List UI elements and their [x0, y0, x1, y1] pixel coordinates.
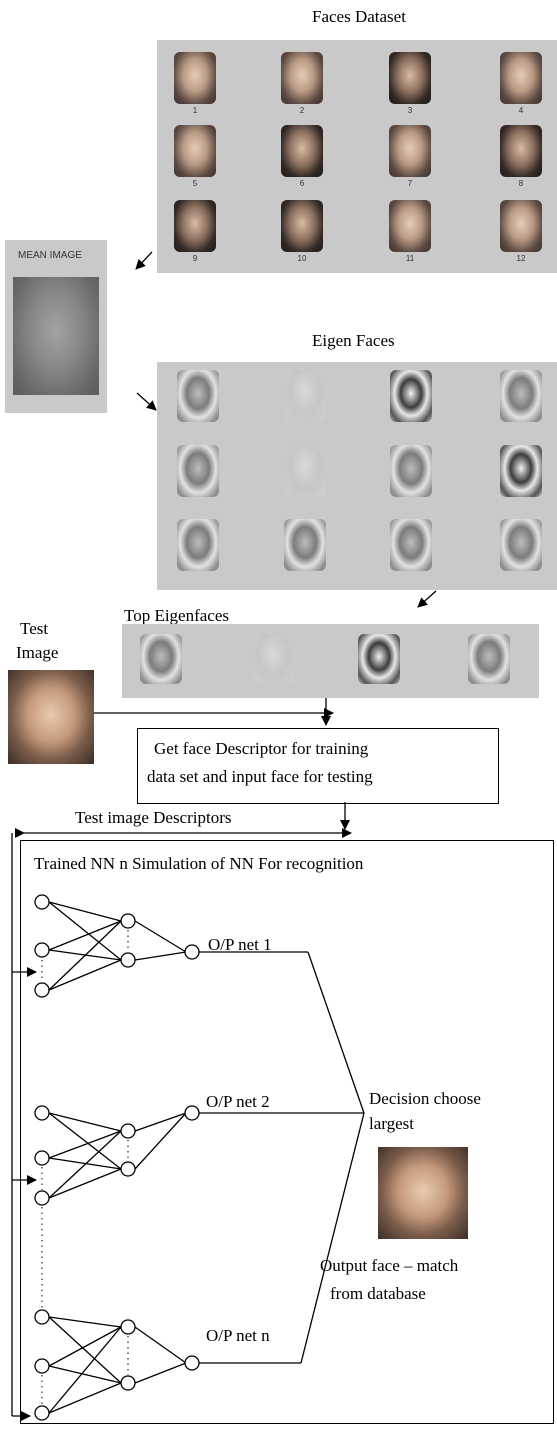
- face-thumbnail: [500, 200, 542, 252]
- top-eigenface: [252, 634, 294, 684]
- face-thumbnail: [389, 52, 431, 104]
- top-eigenfaces-title: Top Eigenfaces: [124, 606, 230, 625]
- descriptor-line2: data set and input face for testing: [147, 767, 373, 786]
- face-number: 11: [405, 254, 415, 263]
- decision-line1: Decision choose: [369, 1089, 481, 1108]
- face-thumbnail: [500, 52, 542, 104]
- eigenface-thumbnail: [177, 445, 219, 497]
- face-thumbnail: [281, 125, 323, 177]
- face-number: 8: [518, 179, 524, 188]
- face-thumbnail: [389, 125, 431, 177]
- face-thumbnail: [174, 200, 216, 252]
- neural-net-1: [34, 894, 308, 998]
- top-eigenfaces-panel: [122, 624, 539, 698]
- eigen-faces-panel: [157, 362, 557, 590]
- face-number: 1: [192, 106, 198, 115]
- test-face-image: [8, 670, 94, 764]
- face-number: 7: [407, 179, 413, 188]
- face-thumbnail: [174, 52, 216, 104]
- eigenface-thumbnail: [390, 370, 432, 422]
- output-label-2: O/P net 2: [206, 1092, 270, 1111]
- matched-face-image: [378, 1147, 468, 1239]
- face-number: 4: [518, 106, 524, 115]
- eigenface-thumbnail: [284, 519, 326, 571]
- decision-line2: largest: [369, 1114, 415, 1133]
- faces-dataset-title: Faces Dataset: [312, 7, 406, 26]
- face-number: 5: [192, 179, 198, 188]
- face-thumbnail: [389, 200, 431, 252]
- face-number: 10: [297, 254, 307, 263]
- eigenface-thumbnail: [500, 445, 542, 497]
- eigenface-thumbnail: [284, 445, 326, 497]
- face-thumbnail: [174, 125, 216, 177]
- face-number: 2: [299, 106, 305, 115]
- descriptor-line1: Get face Descriptor for training: [154, 739, 369, 758]
- eigenface-thumbnail: [500, 519, 542, 571]
- face-thumbnail: [281, 52, 323, 104]
- eigen-faces-title: Eigen Faces: [312, 331, 395, 350]
- top-eigenface: [468, 634, 510, 684]
- mean-image-panel: MEAN IMAGE: [5, 240, 107, 413]
- output-face-line1: Output face – match: [320, 1256, 459, 1275]
- face-number: 6: [299, 179, 305, 188]
- face-number: 12: [516, 254, 526, 263]
- top-eigenface: [140, 634, 182, 684]
- test-image-title-line2: Image: [16, 643, 59, 662]
- top-eigenface: [358, 634, 400, 684]
- nn-box-title: Trained NN n Simulation of NN For recogn…: [34, 854, 364, 873]
- eigenface-thumbnail: [177, 370, 219, 422]
- eigenface-thumbnail: [390, 445, 432, 497]
- eigenface-thumbnail: [390, 519, 432, 571]
- eigenface-thumbnail: [177, 519, 219, 571]
- mean-image-title: MEAN IMAGE: [18, 250, 82, 261]
- face-thumbnail: [500, 125, 542, 177]
- neural-net-2: [34, 1105, 364, 1206]
- eigenface-thumbnail: [500, 370, 542, 422]
- nn-box: [20, 840, 554, 1424]
- face-number: 3: [407, 106, 413, 115]
- output-label-n: O/P net n: [206, 1326, 270, 1345]
- eigenface-thumbnail: [284, 370, 326, 422]
- neural-net-n: [34, 1309, 301, 1421]
- face-number: 9: [192, 254, 198, 263]
- output-label-1: O/P net 1: [208, 935, 272, 954]
- test-descriptors-label: Test image Descriptors: [75, 808, 232, 827]
- output-face-line2: from database: [330, 1284, 426, 1303]
- faces-dataset-panel: 1 2 3 4 5 6 7 8 9 10 11 12: [157, 40, 557, 273]
- descriptor-box: Get face Descriptor for training data se…: [137, 728, 499, 804]
- test-image-title-line1: Test: [20, 619, 49, 638]
- face-thumbnail: [281, 200, 323, 252]
- mean-face-image: [13, 277, 99, 395]
